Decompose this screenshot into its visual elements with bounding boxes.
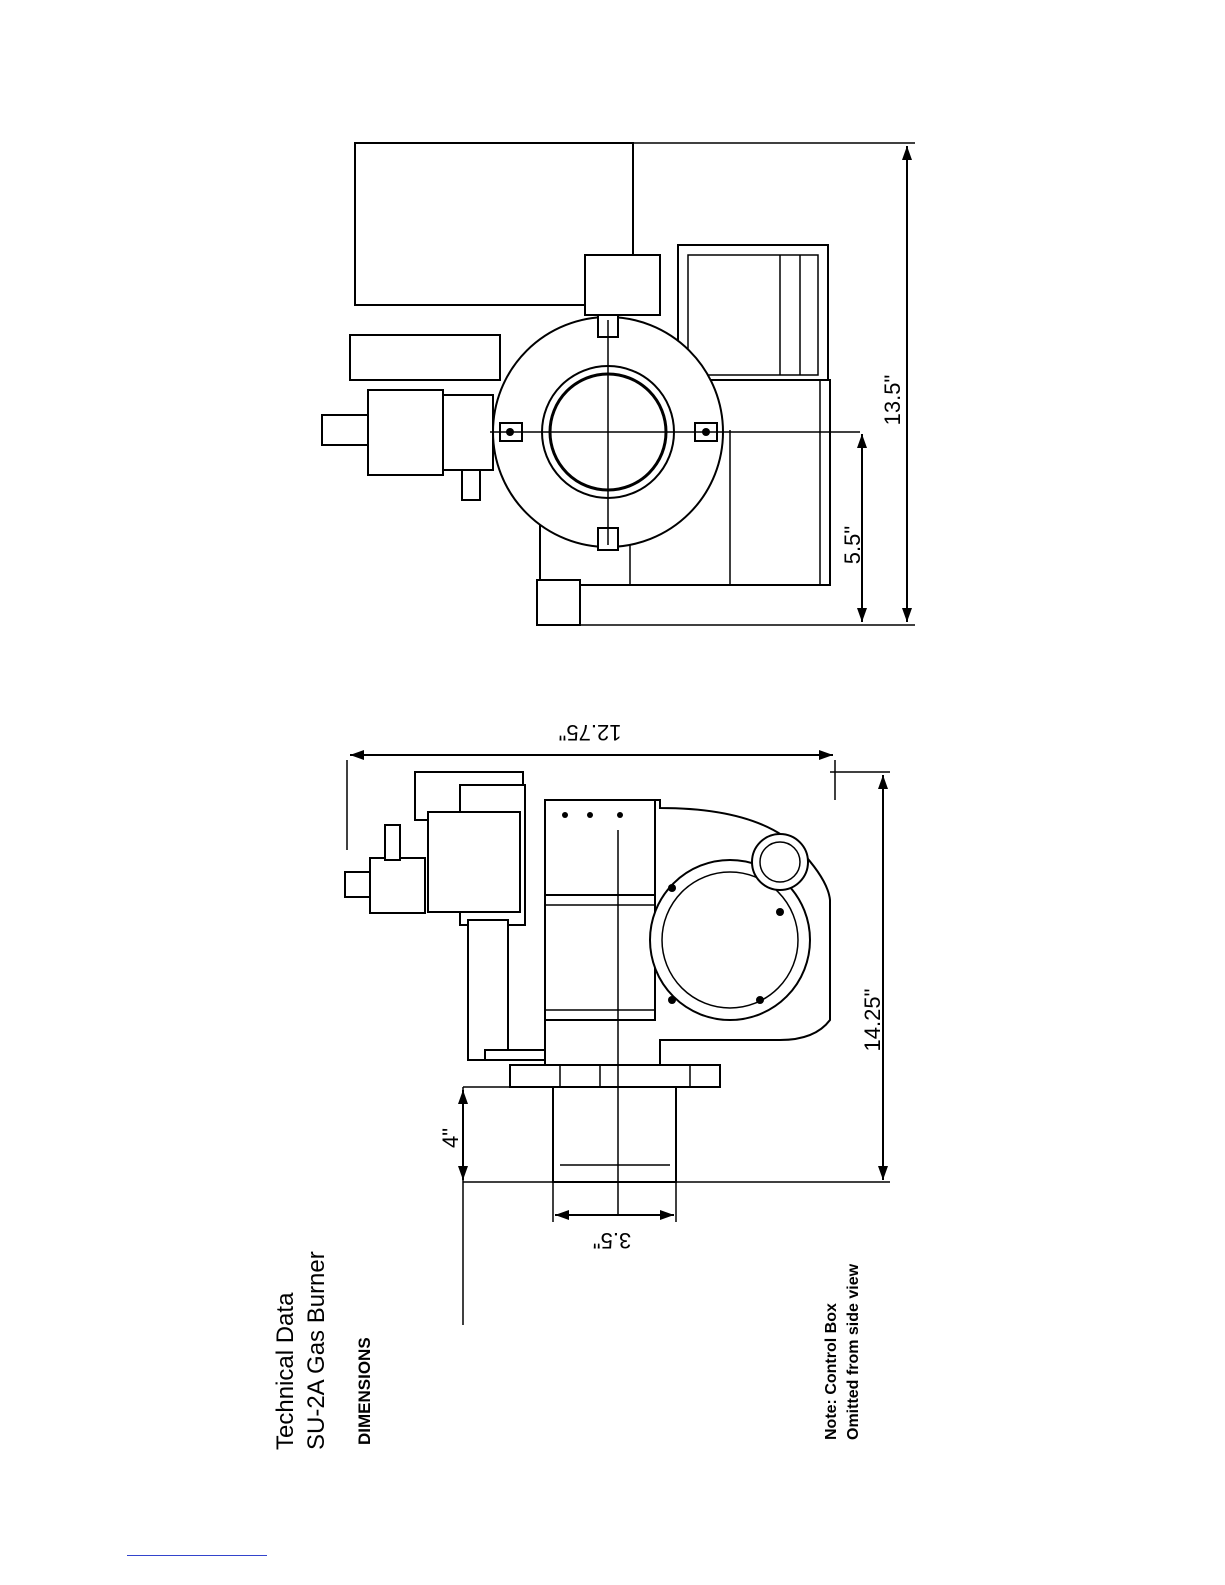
title-line-3: DIMENSIONS bbox=[355, 1337, 374, 1445]
title-block: Technical Data SU-2A Gas Burner DIMENSIO… bbox=[272, 1251, 374, 1450]
blast-tube bbox=[553, 1087, 676, 1182]
dim-12-75-label: 12.75" bbox=[559, 720, 622, 745]
motor-housing bbox=[545, 800, 655, 895]
dim-4-label: 4" bbox=[438, 1128, 463, 1148]
note-block: Note: Control Box Omitted from side view bbox=[823, 1263, 862, 1440]
front-view: 13.5" 5.5" bbox=[322, 143, 915, 625]
gas-valve bbox=[350, 335, 500, 380]
dim-3-5-label: 3.5" bbox=[593, 1228, 631, 1253]
dim-14-25-label: 14.25" bbox=[860, 989, 885, 1052]
dim-5-5-label: 5.5" bbox=[840, 526, 865, 564]
side-flange bbox=[510, 1065, 720, 1087]
dim-13-5-label: 13.5" bbox=[880, 375, 905, 426]
note-line-1: Note: Control Box bbox=[823, 1303, 840, 1440]
note-line-2: Omitted from side view bbox=[845, 1263, 862, 1440]
side-view: 12.75" 14.25" 4" 3.5" bbox=[345, 720, 890, 1325]
footer-link-underline bbox=[127, 1555, 267, 1556]
title-line-2: SU-2A Gas Burner bbox=[303, 1251, 330, 1450]
title-line-1: Technical Data bbox=[272, 1292, 299, 1450]
